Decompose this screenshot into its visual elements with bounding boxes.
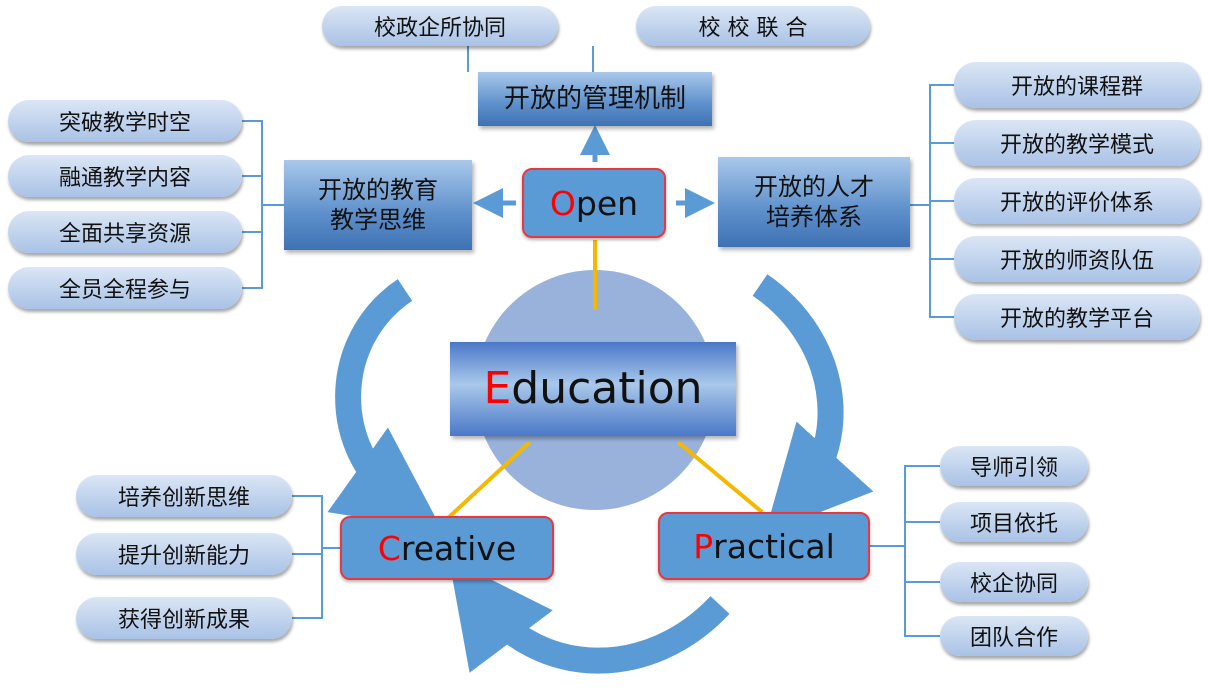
- label: P: [693, 526, 714, 566]
- label: 教学思维: [330, 206, 426, 234]
- label: 培养体系: [766, 203, 862, 231]
- right-pill: 开放的课程群: [954, 62, 1200, 108]
- left-pill: 全面共享资源: [8, 211, 242, 253]
- right-pill: 开放的教学平台: [954, 294, 1200, 340]
- right-pill: 开放的教学模式: [954, 120, 1200, 166]
- right-pill: 开放的师资队伍: [954, 236, 1200, 282]
- right-pill: 开放的评价体系: [954, 178, 1200, 224]
- teaching-thinking-box: 开放的教育教学思维: [284, 160, 472, 250]
- practical-pill: 团队合作: [940, 616, 1088, 656]
- creative-pill: 提升创新能力: [76, 533, 292, 575]
- label: ractical: [713, 526, 835, 566]
- creative-pill: 培养创新思维: [76, 475, 292, 517]
- label: reative: [400, 528, 517, 568]
- practical-pill: 导师引领: [940, 446, 1088, 486]
- left-pill: 全员全程参与: [8, 267, 242, 309]
- top-pill: 校 校 联 合: [636, 6, 870, 46]
- label: 开放的人才: [754, 173, 874, 201]
- label: ducation: [511, 363, 703, 414]
- creative-pill: 获得创新成果: [76, 597, 292, 639]
- label: C: [377, 528, 401, 568]
- practical-pill: 项目依托: [940, 502, 1088, 542]
- cycle-arrows: [327, 274, 874, 674]
- label: O: [549, 183, 576, 223]
- talent-system-box: 开放的人才培养体系: [718, 157, 910, 247]
- label: pen: [575, 183, 639, 223]
- left-pill: 突破教学时空: [8, 100, 242, 142]
- management-box: 开放的管理机制: [478, 72, 712, 126]
- label: 开放的教育: [318, 176, 438, 204]
- label: E: [483, 363, 512, 414]
- practical-pill: 校企协同: [940, 562, 1088, 602]
- top-pill: 校政企所协同: [322, 6, 558, 46]
- left-pill: 融通教学内容: [8, 155, 242, 197]
